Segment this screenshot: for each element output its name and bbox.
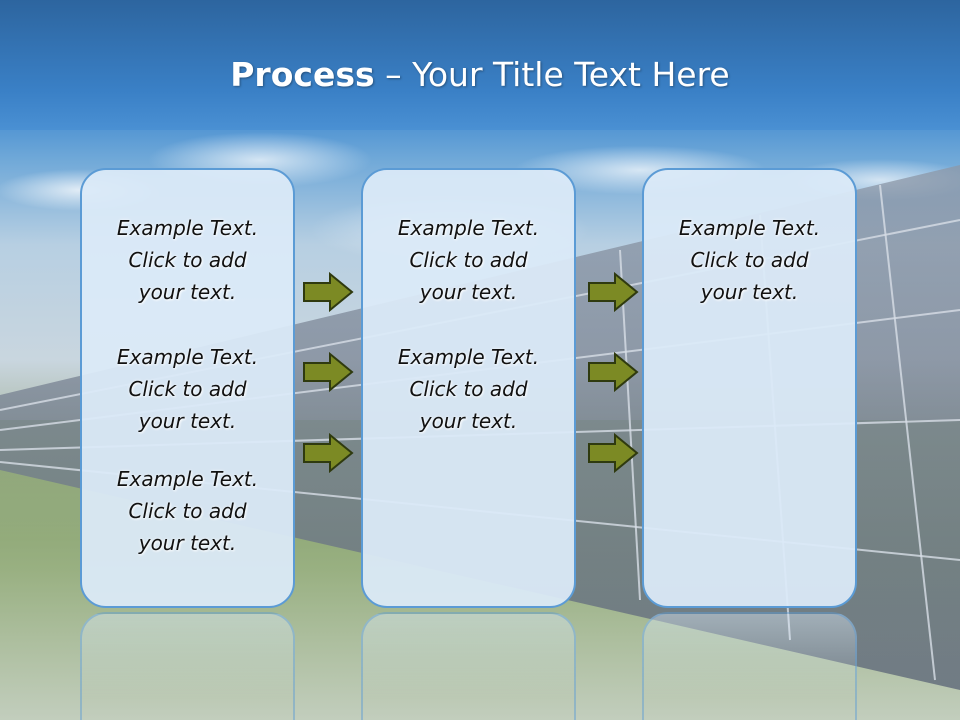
right-arrow-icon[interactable] [587, 433, 639, 473]
text-line: Click to add [128, 377, 247, 401]
text-line: Example Text. [116, 216, 259, 240]
right-arrow-icon[interactable] [302, 433, 354, 473]
text-line: your text. [419, 409, 518, 433]
process-panel-1[interactable]: Example Text. Click to add your text. Ex… [80, 168, 295, 608]
process-panel-2[interactable]: Example Text. Click to add your text. Ex… [361, 168, 576, 608]
panel-reflection [80, 612, 295, 720]
process-panel-3[interactable]: Example Text. Click to add your text. [642, 168, 857, 608]
text-line: Click to add [128, 499, 247, 523]
text-block[interactable]: Example Text. Click to add your text. [82, 463, 293, 559]
sky-background [0, 0, 960, 130]
panel-reflection [361, 612, 576, 720]
text-line: Click to add [690, 248, 809, 272]
text-line: Example Text. [397, 345, 540, 369]
panel-reflection [642, 612, 857, 720]
right-arrow-icon[interactable] [302, 352, 354, 392]
text-block[interactable]: Example Text. Click to add your text. [82, 341, 293, 437]
right-arrow-icon[interactable] [302, 272, 354, 312]
title-bold: Process [230, 55, 375, 94]
text-line: your text. [419, 280, 518, 304]
text-line: Example Text. [116, 345, 259, 369]
right-arrow-icon[interactable] [587, 352, 639, 392]
text-line: Example Text. [397, 216, 540, 240]
text-block[interactable]: Example Text. Click to add your text. [363, 212, 574, 308]
text-line: Click to add [409, 248, 528, 272]
title-rest: – Your Title Text Here [374, 55, 730, 94]
right-arrow-icon[interactable] [587, 272, 639, 312]
text-line: your text. [138, 409, 237, 433]
text-line: Example Text. [116, 467, 259, 491]
text-line: Click to add [128, 248, 247, 272]
text-line: your text. [138, 280, 237, 304]
text-block[interactable]: Example Text. Click to add your text. [82, 212, 293, 308]
text-line: Example Text. [678, 216, 821, 240]
text-line: your text. [700, 280, 799, 304]
text-line: your text. [138, 531, 237, 555]
text-block[interactable]: Example Text. Click to add your text. [363, 341, 574, 437]
text-line: Click to add [409, 377, 528, 401]
slide-title[interactable]: Process – Your Title Text Here [0, 52, 960, 98]
text-block[interactable]: Example Text. Click to add your text. [644, 212, 855, 308]
